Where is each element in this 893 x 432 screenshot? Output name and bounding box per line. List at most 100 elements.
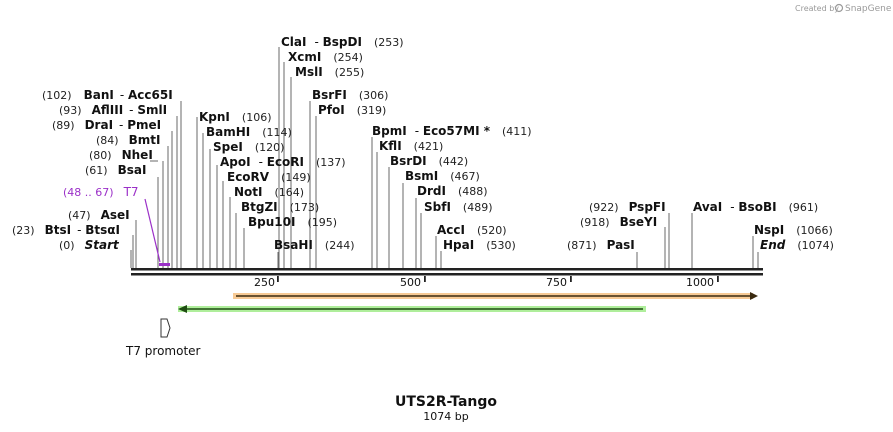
site-label: NotI(164) <box>234 185 304 199</box>
site-position: (244) <box>325 239 355 252</box>
enzyme-name: Bpu10I <box>248 215 295 229</box>
enzyme-name: AseI <box>101 208 130 222</box>
site-position: (871) <box>567 239 597 252</box>
enzyme-name: NspI <box>754 223 784 237</box>
site-position: (61) <box>85 164 108 177</box>
end-label: End <box>760 238 786 252</box>
plasmid-size: 1074 bp <box>423 410 468 423</box>
site-position: (80) <box>89 149 112 162</box>
site-label: (922) PspFI <box>589 200 666 214</box>
enzyme-name: BtsI <box>45 223 72 237</box>
site-label: (84)BmtI <box>96 133 160 147</box>
arrow-head-right-icon <box>750 292 758 300</box>
orange-feature-arrow <box>233 292 758 300</box>
enzyme-name: KflI <box>379 139 402 153</box>
site-label: XcmI(254) <box>288 50 363 64</box>
green-feature-arrow <box>178 305 646 313</box>
site-label: BpmI- Eco57MI *(411) <box>372 124 532 138</box>
t7-site-marker <box>159 263 170 266</box>
enzyme-name: AccI <box>437 223 465 237</box>
enzyme-name: BspDI <box>323 35 362 49</box>
site-label: PfoI (319) <box>318 103 386 117</box>
site-label: MslI (255) <box>295 65 364 79</box>
ruler-tick-label: 250 <box>254 276 275 289</box>
enzyme-name: BsmI <box>405 169 438 183</box>
enzyme-name: MslI <box>295 65 323 79</box>
site-position: (467) <box>450 170 480 183</box>
enzyme-name: BseYI <box>620 215 658 229</box>
arrow-head-left-icon <box>178 305 187 313</box>
site-position: (489) <box>463 201 493 214</box>
enzyme-name: BpmI <box>372 124 407 138</box>
site-label: DrdI(488) <box>417 184 488 198</box>
site-position: (442) <box>439 155 469 168</box>
site-position: (961) <box>789 201 819 214</box>
site-leader-lines <box>130 47 759 268</box>
site-label: AccI(520) <box>437 223 507 237</box>
sequence-backbone <box>131 268 763 276</box>
enzyme-name: BsoBI <box>738 200 776 214</box>
enzyme-name: PfoI <box>318 103 345 117</box>
site-position: (149) <box>281 171 311 184</box>
site-label: (47)AseI <box>68 208 130 222</box>
enzyme-name: HpaI <box>443 238 474 252</box>
site-label: End(1074) <box>760 238 834 252</box>
site-position: (1066) <box>796 224 833 237</box>
site-label: BsrFI (306) <box>312 88 388 102</box>
site-position: (23) <box>12 224 35 237</box>
enzyme-name: BsrDI <box>390 154 427 168</box>
enzyme-name: SbfI <box>424 200 451 214</box>
snapgene-logo-icon <box>834 3 844 13</box>
enzyme-name: AvaI <box>693 200 722 214</box>
enzyme-name: ApoI <box>220 155 251 169</box>
site-label: (0) Start <box>59 238 120 252</box>
site-label: BamHI(114) <box>206 125 292 139</box>
credit-text: Created by <box>795 4 839 13</box>
site-label: BsaHI(244) <box>274 238 355 252</box>
enzyme-name: SmlI <box>137 103 167 117</box>
enzyme-name: DrdI <box>417 184 446 198</box>
ruler: 250 500 750 1000 <box>254 276 719 289</box>
brand-text: SnapGene <box>845 4 892 14</box>
site-label: (80) NheI <box>89 148 153 162</box>
site-label: BtgZI(173) <box>241 200 319 214</box>
ruler-tick-label: 750 <box>546 276 567 289</box>
enzyme-name: BtsαI <box>85 223 120 237</box>
enzyme-name: BsrFI <box>312 88 347 102</box>
site-label: (61) BsaI <box>85 163 146 177</box>
enzyme-name: BmtI <box>129 133 161 147</box>
start-label: Start <box>85 238 120 252</box>
enzyme-name: EcoRV <box>227 170 270 184</box>
enzyme-name: XcmI <box>288 50 321 64</box>
site-position: (255) <box>335 66 365 79</box>
site-labels: ClaI- BspDI(253) XcmI(254) MslI(255) (10… <box>12 35 834 252</box>
enzyme-name: BsaI <box>118 163 147 177</box>
ruler-tick-label: 1000 <box>686 276 714 289</box>
enzyme-name: EcoRI <box>267 155 304 169</box>
enzyme-name: PasI <box>607 238 635 252</box>
site-position: (319) <box>357 104 387 117</box>
site-label: Bpu10I (195) <box>248 215 337 229</box>
site-position: (306) <box>359 89 389 102</box>
enzyme-name: ClaI <box>281 35 306 49</box>
enzyme-name: NotI <box>234 185 263 199</box>
site-label: (23)BtsI- BtsαI <box>12 223 120 237</box>
enzyme-name: NheI <box>122 148 153 162</box>
site-position: (253) <box>374 36 404 49</box>
site-label: (918)BseYI <box>580 215 657 229</box>
enzyme-name: KpnI <box>199 110 230 124</box>
site-label: SpeI(120) <box>213 140 284 154</box>
ruler-tick-mark <box>424 276 426 282</box>
site-position: (195) <box>307 216 337 229</box>
feature-name: T7 <box>123 185 139 199</box>
site-position: (89) <box>52 119 75 132</box>
site-position: (0) <box>59 239 75 252</box>
site-position: (137) <box>316 156 346 169</box>
enzyme-name: BamHI <box>206 125 250 139</box>
site-position: (922) <box>589 201 619 214</box>
site-position: (120) <box>255 141 285 154</box>
ruler-tick-mark <box>570 276 572 282</box>
enzyme-name: BanI <box>84 88 114 102</box>
enzyme-name: PspFI <box>629 200 666 214</box>
